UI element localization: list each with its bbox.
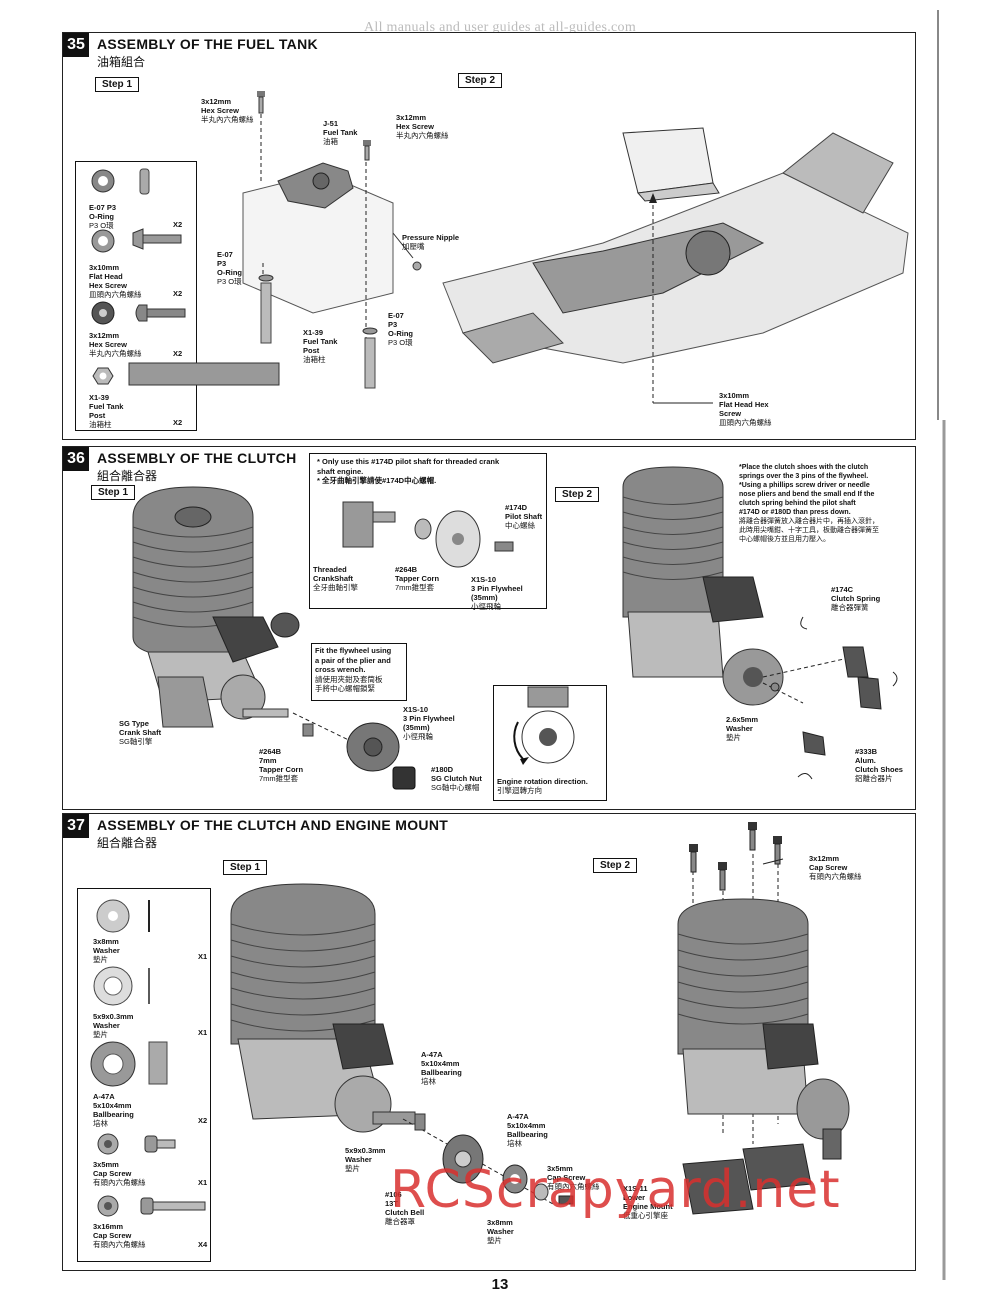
clutch-shoe-note: *Place the clutch shoes with the clutch … (739, 464, 879, 543)
section-36: 36 ASSEMBLY OF THE CLUTCH 組合離合器 Step 1 S… (62, 446, 916, 810)
step-1-label: Step 1 (91, 485, 136, 500)
step-2-label: Step 2 (593, 858, 638, 873)
page-number: 13 (491, 1276, 509, 1293)
panel-qty: X2 (173, 289, 183, 298)
section-number: 36 (63, 447, 89, 471)
section-title: ASSEMBLY OF THE FUEL TANK (97, 36, 318, 52)
panel-qty: X1 (198, 952, 208, 961)
parts-panel (75, 161, 197, 431)
watermark-bottom: RCScrapyard.net (390, 1160, 841, 1220)
watermark-top: All manuals and user guides at all-guide… (363, 20, 637, 35)
fuel-tank-illustration (91, 91, 909, 404)
panel-qty: X1 (198, 1178, 208, 1187)
step-2-label: Step 2 (458, 73, 503, 88)
panel-qty: X2 (198, 1116, 208, 1125)
rotation-note: Engine rotation direction.引擎迴轉方向 (497, 777, 588, 795)
panel-qty: X2 (173, 418, 183, 427)
callout: X1S-10 3 Pin Flywheel (35mm)小徑飛輪 (403, 705, 455, 741)
section-subtitle: 組合離合器 (97, 836, 158, 850)
callout: X1S-10 3 Pin Flywheel (35mm)小徑飛輪 (471, 575, 523, 611)
section-subtitle: 油箱組合 (97, 55, 146, 69)
pilot-shaft-note: * Only use this #174D pilot shaft for th… (317, 457, 500, 485)
section-37: 37 ASSEMBLY OF THE CLUTCH AND ENGINE MOU… (62, 813, 916, 1271)
clutch-illustration (132, 466, 898, 790)
section-number: 35 (63, 33, 89, 57)
section-title: ASSEMBLY OF THE CLUTCH AND ENGINE MOUNT (97, 817, 449, 833)
section-35: 35 ASSEMBLY OF THE FUEL TANK 油箱組合 Step 1… (62, 32, 916, 440)
flywheel-note: Fit the flywheel using a pair of the pli… (315, 646, 392, 693)
section-subtitle: 組合離合器 (97, 469, 158, 483)
panel-qty: X2 (173, 349, 183, 358)
flywheel-note-panel (311, 643, 407, 701)
section-number: 37 (63, 814, 89, 838)
step-1-label: Step 1 (95, 77, 140, 92)
panel-qty: X1 (198, 1028, 208, 1037)
step-2-label: Step 2 (555, 487, 600, 502)
panel-qty: X4 (198, 1240, 208, 1249)
step-1-label: Step 1 (223, 860, 268, 875)
engine-mount-illustration (90, 822, 850, 1217)
panel-qty: X2 (173, 220, 183, 229)
section-title: ASSEMBLY OF THE CLUTCH (97, 450, 297, 466)
